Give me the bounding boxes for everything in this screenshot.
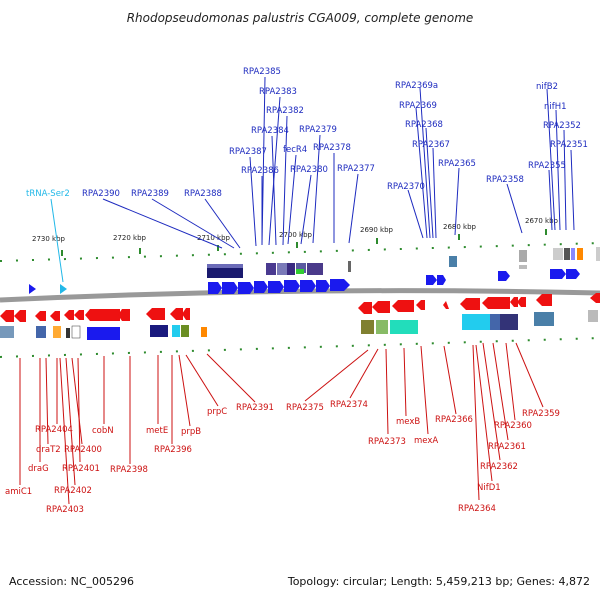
gene-label: RPA2396 <box>154 445 192 455</box>
gene-label: mexA <box>414 436 438 446</box>
ruler-label: 2710 kbp <box>197 234 231 242</box>
gene-label: prpC <box>207 407 227 417</box>
gene-label: RPA2358 <box>486 175 524 185</box>
reverse-genes <box>0 293 600 322</box>
gene-label: RPA2375 <box>286 403 324 413</box>
gene-label: RPA2388 <box>184 189 222 199</box>
gene-label: RPA2370 <box>387 182 425 192</box>
gene-label: draG <box>28 464 49 474</box>
gene-label: NifD1 <box>477 483 501 493</box>
gene-label: mexB <box>396 417 420 427</box>
gene-label: RPA2384 <box>251 126 289 136</box>
gene-label: RPA2361 <box>488 442 526 452</box>
gene-label: RPA2360 <box>494 421 532 431</box>
bottom-feature-blocks <box>0 310 598 340</box>
gene-label: RPA2398 <box>110 465 148 475</box>
gene-label: RPA2386 <box>241 166 279 176</box>
bottom-leader-lines <box>19 342 544 505</box>
gene-label: RPA2368 <box>405 120 443 130</box>
gene-label: draT2 <box>36 445 61 455</box>
gene-label: RPA2389 <box>131 189 169 199</box>
ruler-track-top <box>0 242 600 262</box>
ruler-track-bottom <box>0 337 600 358</box>
gene-label: fecR4 <box>283 145 307 155</box>
map-title: Rhodopseudomonas palustris CGA009, compl… <box>127 11 474 25</box>
gene-label: RPA2382 <box>266 106 304 116</box>
ruler-label: 2690 kbp <box>360 226 394 234</box>
gene-label: RPA2364 <box>458 504 496 514</box>
forward-genes <box>29 269 580 294</box>
ruler-label: 2720 kbp <box>113 234 147 242</box>
gene-label: RPA2377 <box>337 164 375 174</box>
topology-text: Topology: circular; Length: 5,459,213 bp… <box>287 575 590 588</box>
gene-label: prpB <box>181 427 201 437</box>
gene-label: RPA2374 <box>330 400 368 410</box>
gene-label: RPA2366 <box>435 415 473 425</box>
gene-label: nifH1 <box>544 102 567 112</box>
gene-label: RPA2355 <box>528 161 566 171</box>
gene-label: RPA2362 <box>480 462 518 472</box>
ruler-label: 2700 kbp <box>279 231 313 239</box>
gene-label: RPA2379 <box>299 125 337 135</box>
gene-label: RPA2378 <box>313 143 351 153</box>
gene-label: RPA2383 <box>259 87 297 97</box>
accession-text: Accession: NC_005296 <box>9 575 134 588</box>
gene-label: RPA2385 <box>243 67 281 77</box>
gene-label: RPA2367 <box>412 140 450 150</box>
gene-label: nifB2 <box>536 82 558 92</box>
ruler-labels: 2730 kbp 2720 kbp 2710 kbp 2700 kbp 2690… <box>32 217 559 243</box>
gene-label: RPA2352 <box>543 121 581 131</box>
gene-label: RPA2391 <box>236 403 274 413</box>
gene-label: RPA2403 <box>46 505 84 515</box>
gene-label: RPA2373 <box>368 437 406 447</box>
top-feature-blocks <box>207 247 600 278</box>
ruler-label: 2730 kbp <box>32 235 66 243</box>
gene-label: RPA2402 <box>54 486 92 496</box>
gene-label: RPA2351 <box>550 140 588 150</box>
gene-label: RPA2359 <box>522 409 560 419</box>
ruler-label: 2680 kbp <box>443 223 477 231</box>
gene-label: cobN <box>92 426 114 436</box>
gene-label: RPA2400 <box>64 445 102 455</box>
top-gene-labels: RPA2385 RPA2383 RPA2382 RPA2384 RPA2379 … <box>26 67 588 199</box>
trna-label: tRNA-Ser2 <box>26 189 70 199</box>
top-leader-lines <box>102 76 575 249</box>
gene-label: RPA2380 <box>290 165 328 175</box>
gene-label: RPA2369 <box>399 101 437 111</box>
bottom-gene-labels: RPA2404 draT2 RPA2400 cobN draG RPA2401 … <box>5 400 560 515</box>
gene-label: RPA2387 <box>229 147 267 157</box>
gene-label: RPA2401 <box>62 464 100 474</box>
gene-label: RPA2390 <box>82 189 120 199</box>
trna-leader-line <box>50 198 64 283</box>
ruler-label: 2670 kbp <box>525 217 559 225</box>
gene-label: RPA2369a <box>395 81 438 91</box>
trna-gene <box>60 284 67 294</box>
gene-label: metE <box>146 426 168 436</box>
gene-label: RPA2365 <box>438 159 476 169</box>
gene-label: amiC1 <box>5 487 32 497</box>
gene-label: RPA2404 <box>35 425 73 435</box>
